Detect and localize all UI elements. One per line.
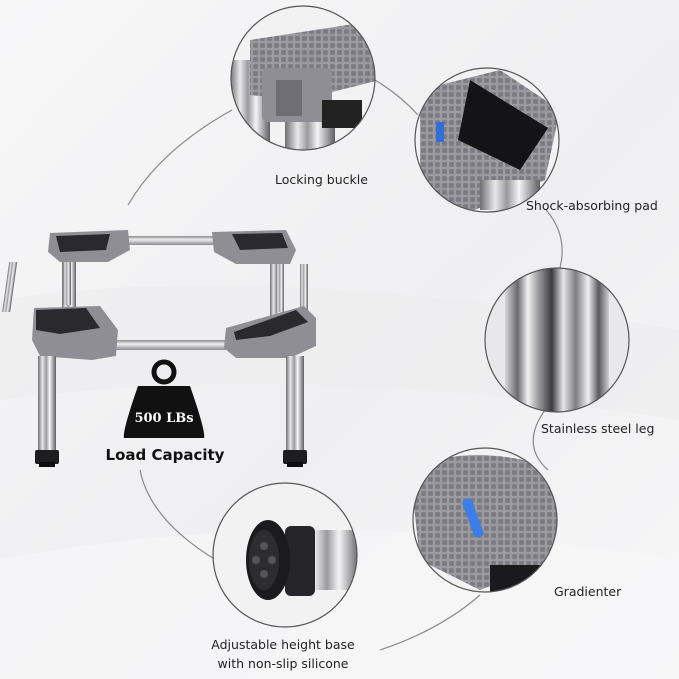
height-base-label-line1: Adjustable height base [211, 637, 355, 652]
shock-pad-label: Shock-absorbing pad [526, 198, 658, 213]
connector-arcs [127, 79, 563, 651]
gradienter-detail [413, 448, 557, 592]
detail-circle-3 [484, 267, 630, 413]
weight-value: 500 LBs [134, 411, 194, 426]
shock-pad-detail [415, 68, 559, 212]
stainless-leg-detail [485, 268, 629, 412]
detail-circle-1 [230, 5, 376, 151]
detail-circle-2 [414, 67, 560, 213]
weight-icon [123, 359, 205, 438]
height-base-label-line2: with non-slip silicone [217, 656, 349, 671]
detail-circle-4 [412, 447, 558, 593]
load-capacity-caption: Load Capacity [105, 446, 225, 464]
washer-stand-image [2, 230, 316, 467]
locking-buckle-detail [231, 6, 375, 150]
height-base-label: Adjustable height base with non-slip sil… [198, 637, 368, 671]
stainless-leg-label: Stainless steel leg [541, 421, 655, 436]
locking-buckle-label: Locking buckle [275, 172, 368, 187]
gradienter-label: Gradienter [554, 584, 622, 599]
detail-circle-5 [212, 482, 358, 628]
height-base-detail [213, 483, 357, 627]
